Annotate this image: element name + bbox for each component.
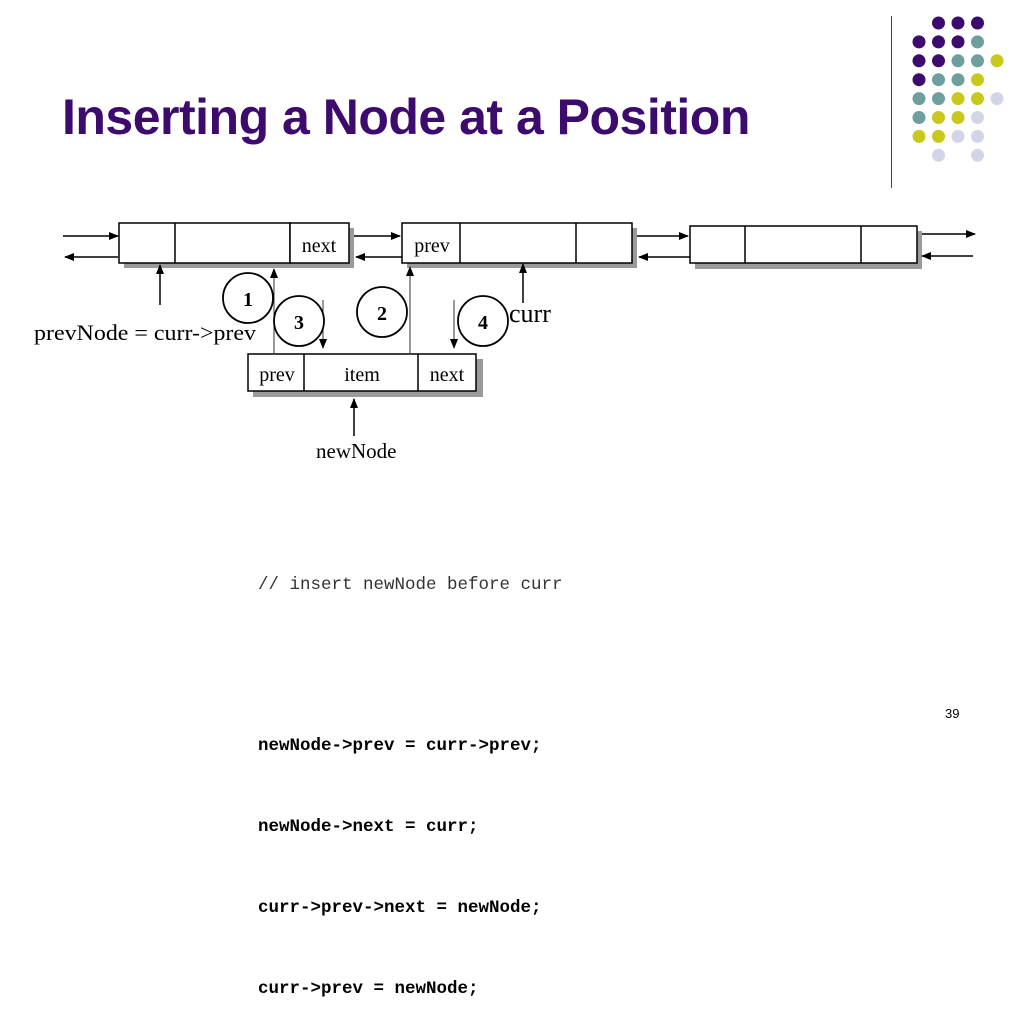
code-line: newNode->next = curr;: [258, 817, 479, 837]
decor-dot: [971, 111, 984, 124]
page-number: 39: [945, 706, 960, 721]
svg-text:2: 2: [377, 303, 387, 325]
decor-dot: [932, 73, 945, 87]
decor-dot: [932, 54, 945, 68]
new-node: prev item next: [247, 353, 483, 397]
step-3: 3: [273, 295, 325, 347]
code-line: newNode->prev = curr->prev;: [258, 736, 542, 756]
decor-dot: [912, 111, 926, 124]
decor-dot: [971, 148, 984, 162]
decor-dot: [971, 35, 984, 49]
decor-dot: [990, 92, 1004, 106]
decor-dot: [912, 92, 926, 106]
decor-dot: [932, 92, 945, 106]
decor-dot: [912, 35, 926, 49]
step-1: 1: [222, 272, 274, 324]
link-arrows: [63, 230, 976, 261]
decor-dot: [971, 16, 984, 30]
svg-text:1: 1: [243, 289, 253, 311]
decor-dot: [932, 148, 945, 162]
decor-dot: [951, 35, 965, 49]
list-node-3: [689, 225, 922, 269]
decor-dot: [932, 111, 945, 124]
code-block: // insert newNode before curr newNode->p…: [258, 518, 563, 1030]
svg-text:4: 4: [478, 312, 488, 334]
decorative-dot-grid: [912, 16, 1004, 162]
decor-dot: [990, 54, 1004, 68]
decor-dot: [932, 35, 945, 49]
node2-prev-field: prev: [414, 235, 450, 257]
decor-dot: [971, 129, 984, 143]
decor-dot: [951, 92, 965, 106]
decor-dot: [951, 54, 965, 68]
node1-next-field: next: [302, 235, 337, 257]
slide-title: Inserting a Node at a Position: [62, 89, 750, 145]
step-link-lines: [270, 266, 458, 353]
decor-dot: [932, 16, 945, 30]
decor-dot: [971, 54, 984, 68]
curr-label: curr: [509, 299, 551, 328]
step-4: 4: [457, 295, 509, 347]
step-2: 2: [356, 286, 408, 338]
decor-dot: [951, 73, 965, 87]
decor-dot: [912, 54, 926, 68]
new-node-label: newNode: [316, 439, 396, 463]
decor-dot: [951, 129, 965, 143]
svg-text:3: 3: [294, 312, 304, 334]
linked-list-diagram: next prev prev item next: [34, 222, 976, 463]
list-node-1: next: [118, 222, 354, 268]
pointer-arrows: [156, 263, 527, 436]
title-divider: [891, 16, 892, 188]
decor-dot: [951, 16, 965, 30]
new-node-prev-field: prev: [259, 364, 295, 386]
new-node-next-field: next: [430, 364, 465, 386]
prev-node-label: prevNode = curr->prev: [34, 320, 256, 345]
decor-dot: [971, 92, 984, 106]
decor-dot: [912, 73, 926, 87]
decor-dot: [932, 129, 945, 143]
code-comment: // insert newNode before curr: [258, 575, 563, 595]
new-node-item-field: item: [344, 364, 380, 386]
decor-dot: [912, 129, 926, 143]
decor-dot: [971, 73, 984, 87]
code-line: curr->prev->next = newNode;: [258, 898, 542, 918]
decor-dot: [951, 111, 965, 124]
list-node-2-curr: prev: [401, 222, 637, 268]
code-line: curr->prev = newNode;: [258, 979, 479, 999]
